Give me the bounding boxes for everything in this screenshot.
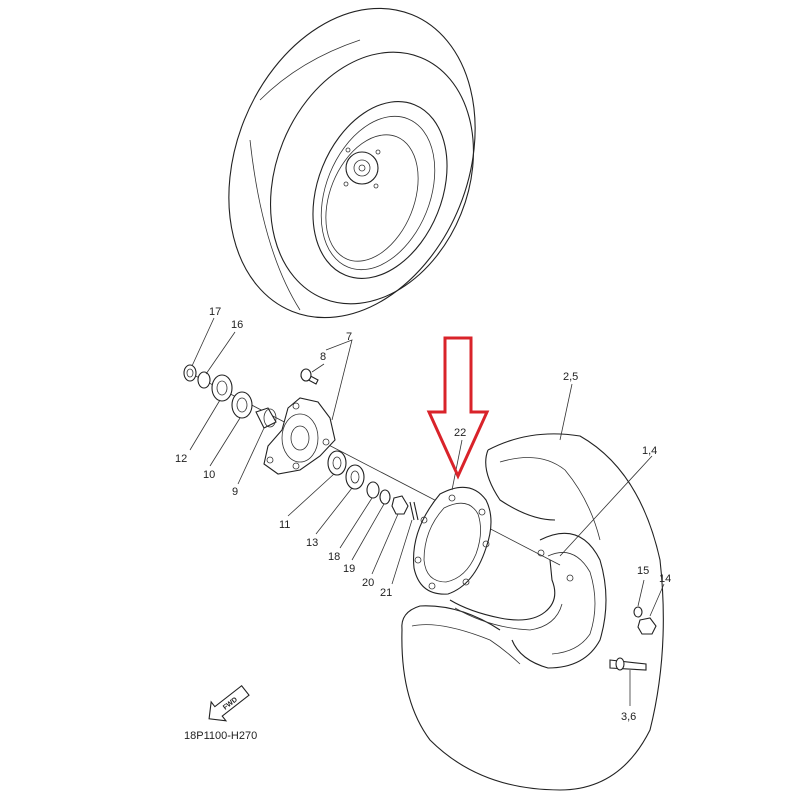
part-label-18: 18 <box>328 551 340 563</box>
part-label-19: 19 <box>343 563 355 575</box>
hub-assembly <box>183 364 419 521</box>
part-labels: 17 16 7 8 12 10 9 11 13 18 19 20 21 22 2… <box>175 306 671 723</box>
part-label-20: 20 <box>362 577 374 589</box>
part-label-10: 10 <box>203 469 215 481</box>
part-label-13: 13 <box>306 537 318 549</box>
part-label-21: 21 <box>380 587 392 599</box>
part-label-15: 15 <box>637 565 649 577</box>
part-label-3-6: 3,6 <box>621 711 636 723</box>
leader-lines <box>189 317 665 706</box>
highlight-arrow <box>426 336 490 480</box>
part-label-16: 16 <box>231 319 243 331</box>
fwd-direction-arrow: FWD <box>208 684 250 722</box>
part-label-7: 7 <box>346 331 352 343</box>
assembled-wheel <box>228 7 476 319</box>
part-label-1-4: 1,4 <box>642 445 657 457</box>
drawing-code: 18P1100-H270 <box>184 730 257 742</box>
part-label-9: 9 <box>232 486 238 498</box>
tire-assembly <box>401 433 664 791</box>
part-label-2-5: 2,5 <box>563 371 578 383</box>
part-label-14: 14 <box>659 573 671 585</box>
part-label-12: 12 <box>175 453 187 465</box>
gasket-plate-22 <box>412 486 492 595</box>
valve-stem <box>609 657 647 671</box>
part-label-11: 11 <box>279 519 290 531</box>
wheel-nut <box>633 606 657 635</box>
part-label-8: 8 <box>320 351 326 363</box>
part-label-22: 22 <box>454 427 466 439</box>
part-label-17: 17 <box>209 306 221 318</box>
